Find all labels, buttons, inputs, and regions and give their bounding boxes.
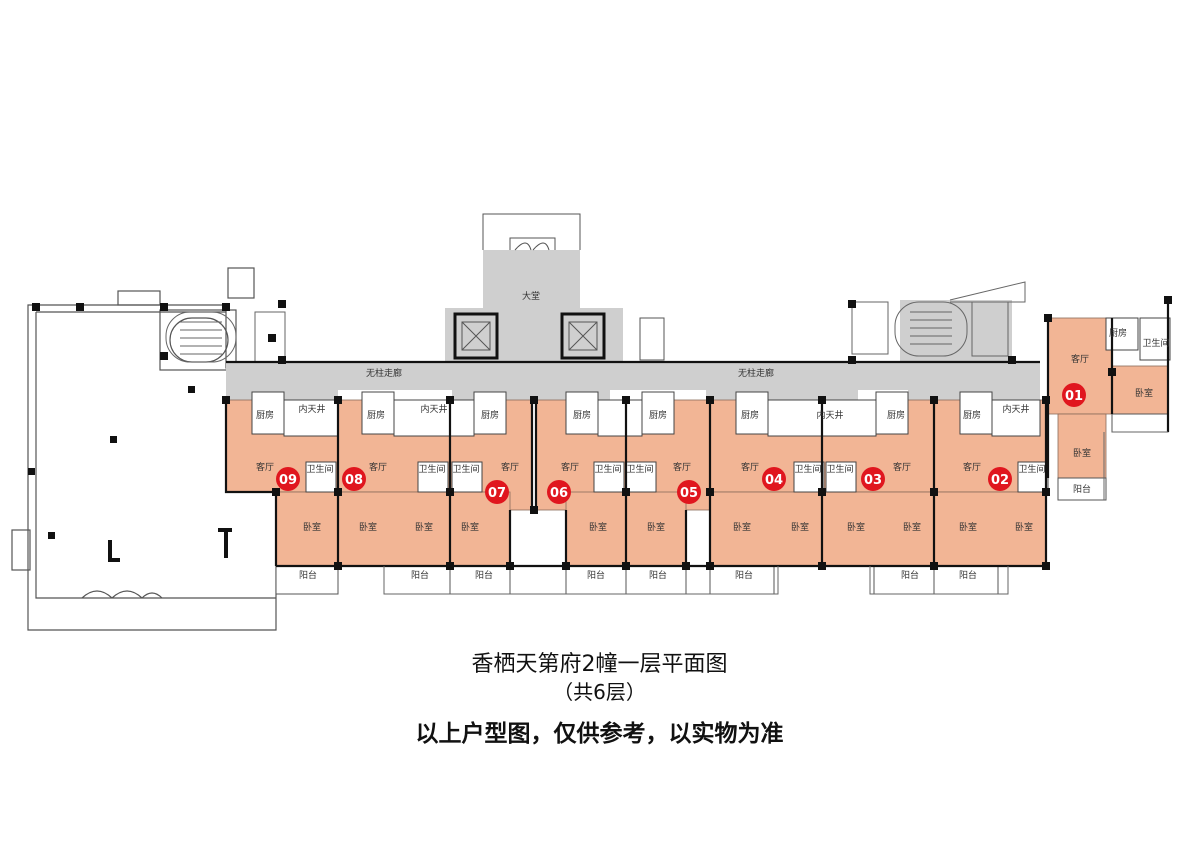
unit-number: 07 — [488, 486, 506, 501]
balcony-label: 阳台 — [475, 569, 493, 581]
unit-badge — [485, 480, 509, 504]
corridor — [226, 250, 1040, 400]
unit-number: 01 — [1065, 389, 1083, 404]
living-label: 客厅 — [561, 461, 579, 473]
balcony-label: 阳台 — [649, 569, 667, 581]
balconies — [275, 413, 1169, 595]
unit-badge — [1062, 383, 1086, 407]
unit-number: 04 — [765, 473, 783, 488]
kitchen-label: 厨房 — [963, 409, 981, 421]
bedroom-label: 卧室 — [1073, 447, 1091, 459]
balcony-label: 阳台 — [587, 569, 605, 581]
plan-title: 香栖天第府2幢一层平面图 — [471, 652, 728, 677]
left-hall-columns — [28, 303, 276, 562]
unit-badges: 01 02 03 04 05 06 07 08 09 — [276, 383, 1086, 504]
corridor-label-right: 无柱走廊 — [738, 367, 774, 379]
unit-fills — [225, 317, 1169, 567]
living-label: 客厅 — [673, 461, 691, 473]
bedroom-label: 卧室 — [733, 521, 751, 533]
bathroom-label: 卫生间 — [1142, 337, 1169, 349]
bathroom-label: 卫生间 — [794, 463, 821, 475]
unit-number: 09 — [279, 473, 297, 488]
kitchen-label: 厨房 — [367, 409, 385, 421]
lobby-entrance — [482, 213, 581, 251]
living-label: 客厅 — [369, 461, 387, 473]
bathroom-label: 卫生间 — [594, 463, 621, 475]
unit-badge — [276, 467, 300, 491]
unit-badge — [547, 480, 571, 504]
elevator-inner — [461, 317, 665, 361]
bedroom-label: 卧室 — [1135, 387, 1153, 399]
kitchen-label: 厨房 — [256, 409, 274, 421]
kitchen-label: 厨房 — [649, 409, 667, 421]
lobby-label: 大堂 — [522, 290, 540, 302]
bathroom-label: 卫生间 — [418, 463, 445, 475]
unit-badge — [988, 467, 1012, 491]
elevators — [453, 312, 606, 360]
corridor-label-left: 无柱走廊 — [366, 367, 402, 379]
bedroom-label: 卧室 — [461, 521, 479, 533]
service-rooms — [251, 317, 1171, 493]
plan-subtitle: （共6层） — [553, 680, 646, 704]
kitchen-label: 厨房 — [573, 409, 591, 421]
bedroom-label: 卧室 — [589, 521, 607, 533]
bedroom-label: 卧室 — [647, 521, 665, 533]
bedroom-label: 卧室 — [303, 521, 321, 533]
unit-number: 02 — [991, 473, 1009, 488]
balcony-label: 阳台 — [959, 569, 977, 581]
bedroom-label: 卧室 — [791, 521, 809, 533]
courtyard-label: 内天井 — [420, 403, 447, 415]
living-label: 客厅 — [893, 461, 911, 473]
courtyard-label: 内天井 — [1002, 403, 1029, 415]
balcony-label: 阳台 — [411, 569, 429, 581]
bedroom-label: 卧室 — [1015, 521, 1033, 533]
unit-number: 03 — [864, 473, 882, 488]
balcony-label: 阳台 — [1073, 483, 1091, 495]
courtyard-label: 内天井 — [816, 409, 843, 421]
living-label: 客厅 — [256, 461, 274, 473]
kitchen-label: 厨房 — [1109, 327, 1127, 339]
balcony-label: 阳台 — [299, 569, 317, 581]
unit-badge — [861, 467, 885, 491]
balcony-label: 阳台 — [735, 569, 753, 581]
bathroom-label: 卫生间 — [826, 463, 853, 475]
bathroom-label: 卫生间 — [452, 463, 479, 475]
unit-badge — [677, 480, 701, 504]
site-outline — [383, 431, 1168, 595]
bedroom-label: 卧室 — [903, 521, 921, 533]
living-label: 客厅 — [741, 461, 759, 473]
bedroom-label: 卧室 — [959, 521, 977, 533]
unit-number: 05 — [680, 486, 698, 501]
kitchen-label: 厨房 — [887, 409, 905, 421]
balcony-label: 阳台 — [901, 569, 919, 581]
living-label: 客厅 — [1071, 353, 1089, 365]
bedroom-label: 卧室 — [847, 521, 865, 533]
unit-badge — [762, 467, 786, 491]
bedroom-label: 卧室 — [415, 521, 433, 533]
kitchen-label: 厨房 — [481, 409, 499, 421]
living-label: 客厅 — [501, 461, 519, 473]
courtyard-label: 内天井 — [298, 403, 325, 415]
unit-badge — [342, 467, 366, 491]
unit-number: 06 — [550, 486, 568, 501]
bathroom-label: 卫生间 — [306, 463, 333, 475]
unit-number: 08 — [345, 473, 363, 488]
kitchen-label: 厨房 — [741, 409, 759, 421]
wall-columns — [222, 296, 1172, 570]
room-labels: 厨房 内天井 客厅 卫生间 卧室 阳台 厨房 内天井 客厅 卫生间 卧室 卧室 … — [256, 327, 1170, 581]
living-label: 客厅 — [963, 461, 981, 473]
bathroom-label: 卫生间 — [626, 463, 653, 475]
bedroom-label: 卧室 — [359, 521, 377, 533]
bathroom-label: 卫生间 — [1018, 463, 1045, 475]
disclaimer: 以上户型图，仅供参考，以实物为准 — [415, 721, 784, 747]
